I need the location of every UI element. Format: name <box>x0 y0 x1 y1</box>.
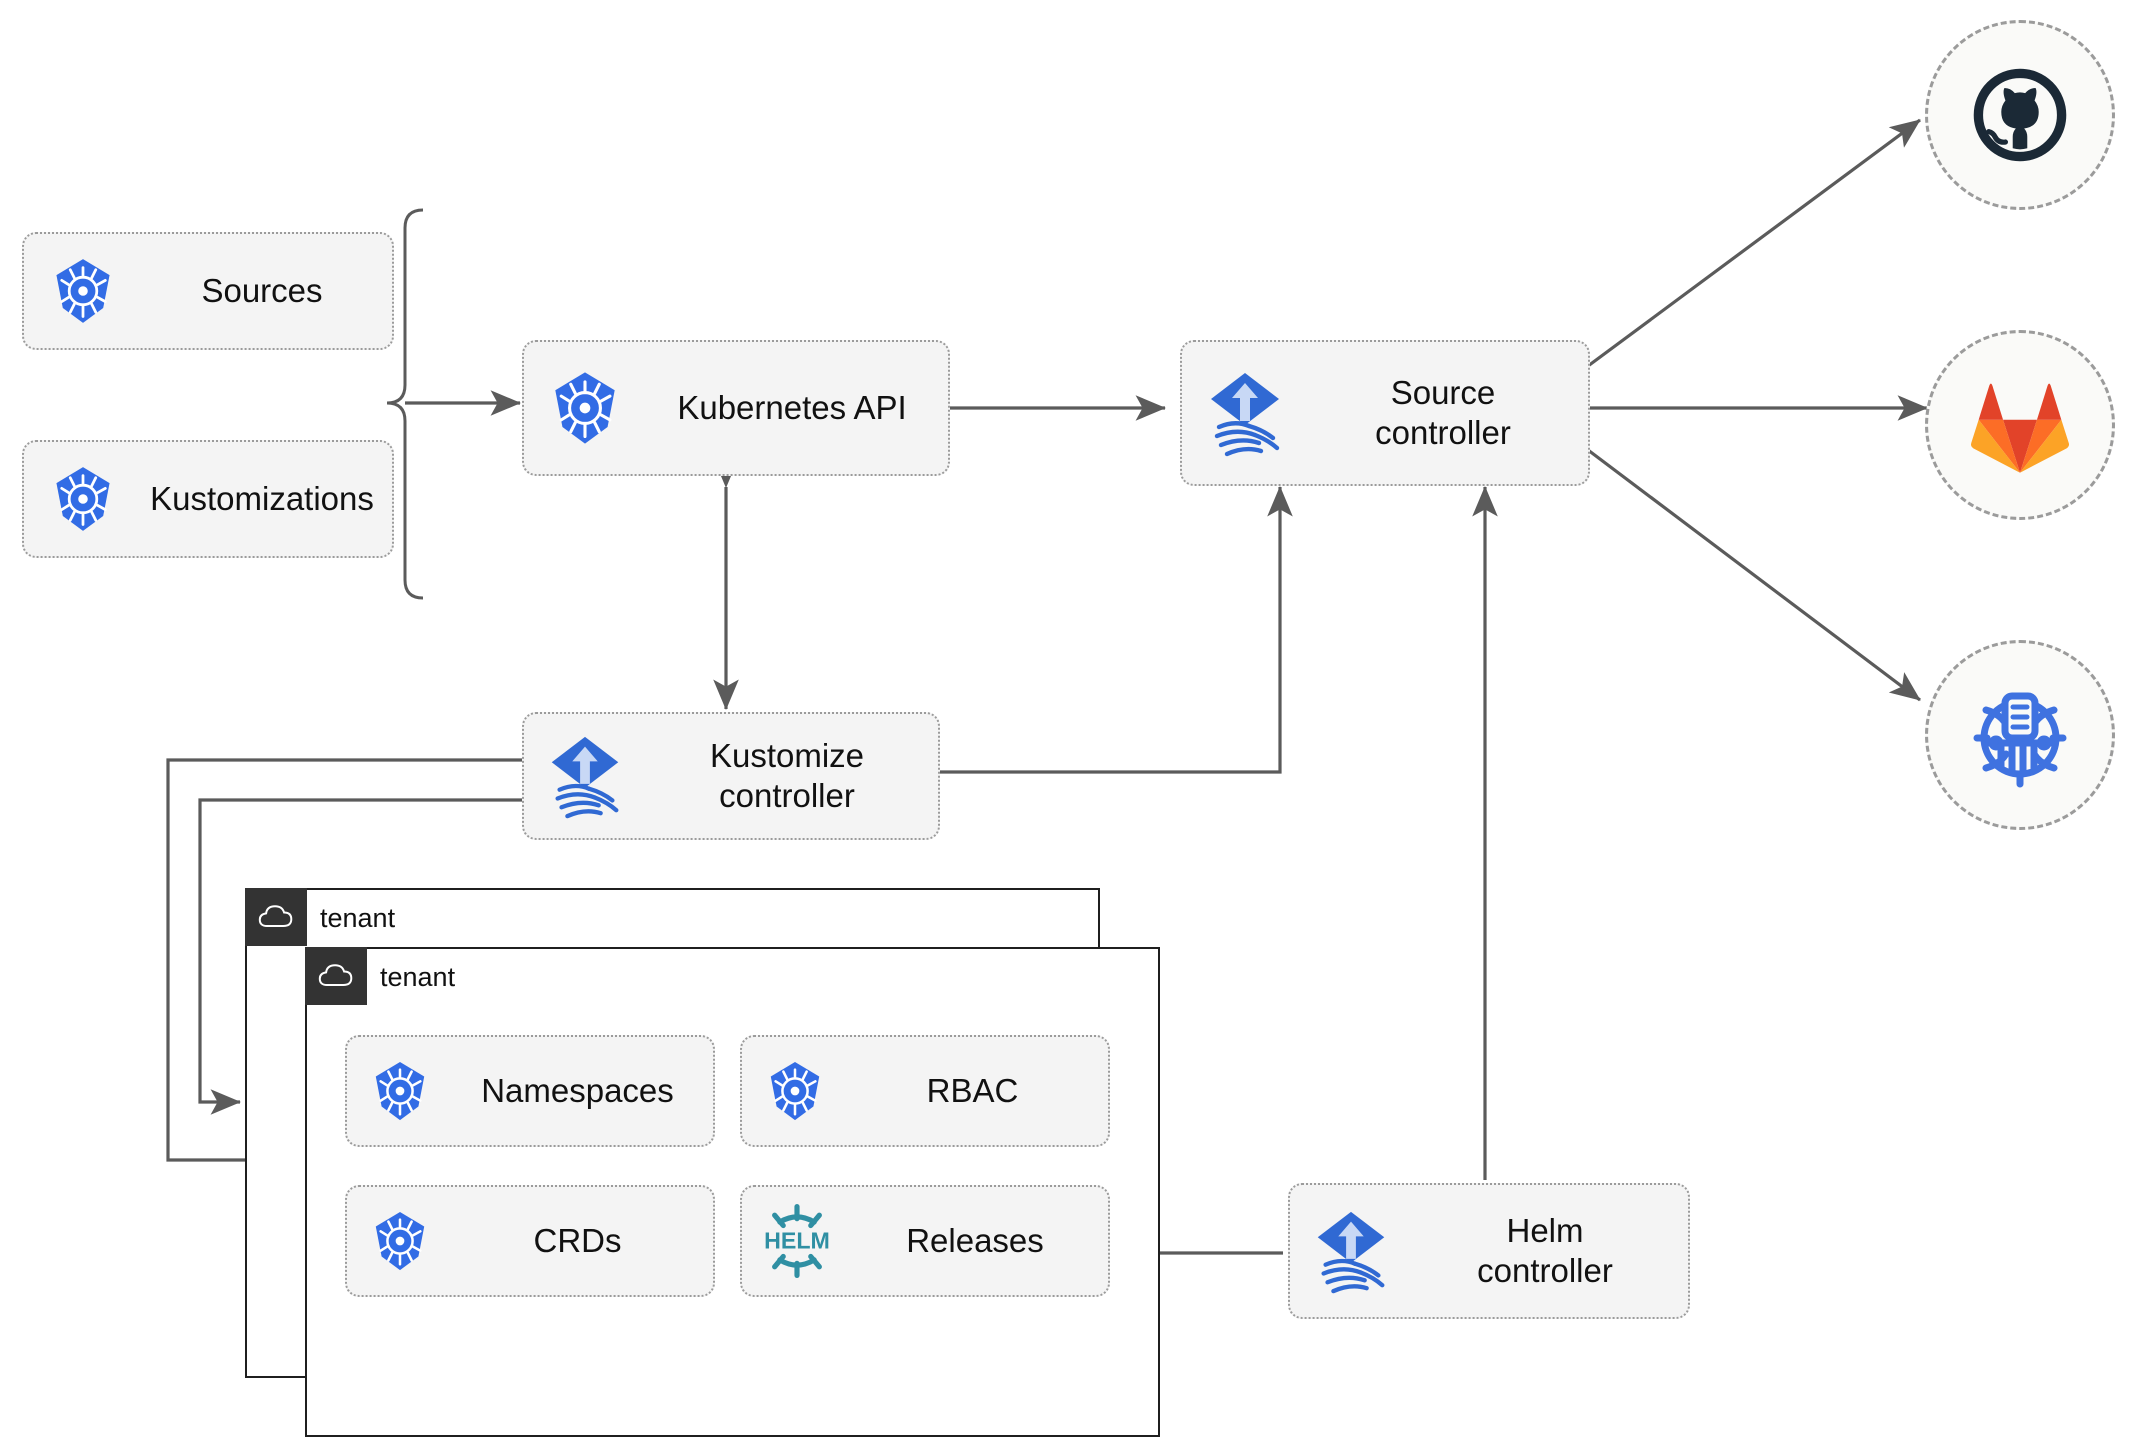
diagram-canvas: Sources Kustomizations Kubern <box>22 20 2115 1437</box>
tenant-header-front <box>305 947 367 1005</box>
node-rbac[interactable]: RBAC <box>740 1035 1110 1147</box>
tenant-label-front: tenant <box>380 962 456 992</box>
node-label: Kustomize controller <box>646 736 938 817</box>
kubernetes-icon <box>347 1059 452 1123</box>
tenant-header-back <box>245 888 307 946</box>
cloud-icon <box>258 905 293 927</box>
node-label: Kustomizations <box>150 479 374 517</box>
kubernetes-icon <box>24 256 142 326</box>
flux-icon <box>1182 367 1308 459</box>
gitlab-icon <box>1970 383 2070 473</box>
provider-github[interactable] <box>1925 20 2115 210</box>
node-label-line1: Kustomize <box>709 736 865 774</box>
node-sources[interactable]: Sources <box>22 232 394 350</box>
node-label: Kubernetes API <box>677 388 907 426</box>
node-label: Source controller <box>1308 373 1588 454</box>
flux-icon <box>1290 1206 1412 1296</box>
node-label: Releases <box>906 1221 1044 1259</box>
helm-repository-icon <box>1973 692 2067 788</box>
node-label-line1: Source <box>1390 373 1496 411</box>
kubernetes-icon <box>524 369 646 447</box>
node-kustomizations[interactable]: Kustomizations <box>22 440 394 558</box>
node-releases[interactable]: HELM Releases <box>740 1185 1110 1297</box>
cloud-icon <box>318 964 353 986</box>
node-crds[interactable]: CRDs <box>345 1185 715 1297</box>
kubernetes-icon <box>742 1059 847 1123</box>
node-helm-controller[interactable]: Helm controller <box>1288 1183 1690 1319</box>
node-label-line1: Helm <box>1506 1211 1584 1249</box>
helm-icon: HELM <box>742 1201 852 1281</box>
node-kubernetes-api[interactable]: Kubernetes API <box>522 340 950 476</box>
helm-wordmark: HELM <box>764 1228 830 1254</box>
node-namespaces[interactable]: Namespaces <box>345 1035 715 1147</box>
tenant-label-back: tenant <box>320 903 396 933</box>
provider-helm-repository[interactable] <box>1925 640 2115 830</box>
node-label-line2: controller <box>1375 414 1511 451</box>
node-label: Helm controller <box>1412 1211 1688 1292</box>
node-source-controller[interactable]: Source controller <box>1180 340 1590 486</box>
node-label: Namespaces <box>481 1071 674 1109</box>
kubernetes-icon <box>24 464 142 534</box>
github-icon <box>1973 68 2067 162</box>
edges-layer <box>166 118 1928 1266</box>
node-label: Sources <box>201 271 323 309</box>
kubernetes-icon <box>347 1209 452 1273</box>
node-kustomize-controller[interactable]: Kustomize controller <box>522 712 940 840</box>
node-label-line2: controller <box>1477 1252 1613 1289</box>
node-label-line2: controller <box>719 777 855 814</box>
provider-gitlab[interactable] <box>1925 330 2115 520</box>
node-label: RBAC <box>926 1071 1019 1109</box>
node-label: CRDs <box>533 1221 622 1259</box>
flux-icon <box>524 731 646 821</box>
